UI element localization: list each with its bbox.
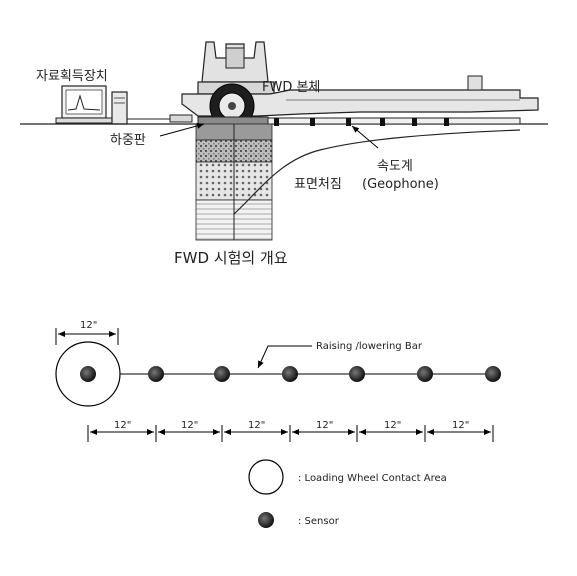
sensor-3 xyxy=(214,366,230,382)
pavement-layers xyxy=(195,123,273,241)
spacing-label-5: 12" xyxy=(384,420,401,431)
load-plate-pointer xyxy=(159,122,205,137)
legend-sensor-swatch xyxy=(258,512,274,528)
bar-pointer xyxy=(257,345,312,369)
sensor-5 xyxy=(349,366,365,382)
spacing-label-3: 12" xyxy=(248,420,265,431)
sensor-7 xyxy=(485,366,501,382)
deflection-label: 표면처짐 xyxy=(294,177,342,192)
deflection-curve xyxy=(233,129,521,215)
cable-connector xyxy=(169,114,193,123)
fwd-trailer xyxy=(181,41,539,129)
sensor-4 xyxy=(282,366,298,382)
sensor-layout-diagram: 12" Raising /lowering Bar xyxy=(55,320,501,528)
data-acquisition-label: 자료획득장치 xyxy=(36,69,108,84)
legend xyxy=(248,459,284,528)
fwd-body-label: FWD 본체 xyxy=(262,80,320,95)
sensor-2 xyxy=(148,366,164,382)
spacing-label-6: 12" xyxy=(452,420,469,431)
bar-label: Raising /lowering Bar xyxy=(316,341,423,352)
spacing-label-1: 12" xyxy=(114,420,131,431)
spacing-label-2: 12" xyxy=(181,420,198,431)
legend-wheel-label: : Loading Wheel Contact Area xyxy=(298,473,447,484)
geophone-label-en: (Geophone) xyxy=(362,177,439,192)
sensor-1 xyxy=(80,366,96,382)
data-acquisition-device xyxy=(55,85,128,125)
spacing-label-4: 12" xyxy=(316,420,333,431)
overview-caption: FWD 시험의 개요 xyxy=(174,249,288,267)
spacing-dimensions xyxy=(87,425,494,442)
legend-sensor-label: : Sensor xyxy=(298,516,340,527)
sensor-6 xyxy=(417,366,433,382)
top-spacing-label: 12" xyxy=(80,320,97,331)
load-plate-label: 하중판 xyxy=(110,133,146,148)
legend-wheel-swatch xyxy=(248,459,284,495)
geophone-label-ko: 속도계 xyxy=(377,159,413,174)
fwd-overview-illustration: 자료획득장치 xyxy=(20,41,548,267)
geophone-pointer xyxy=(351,125,379,149)
